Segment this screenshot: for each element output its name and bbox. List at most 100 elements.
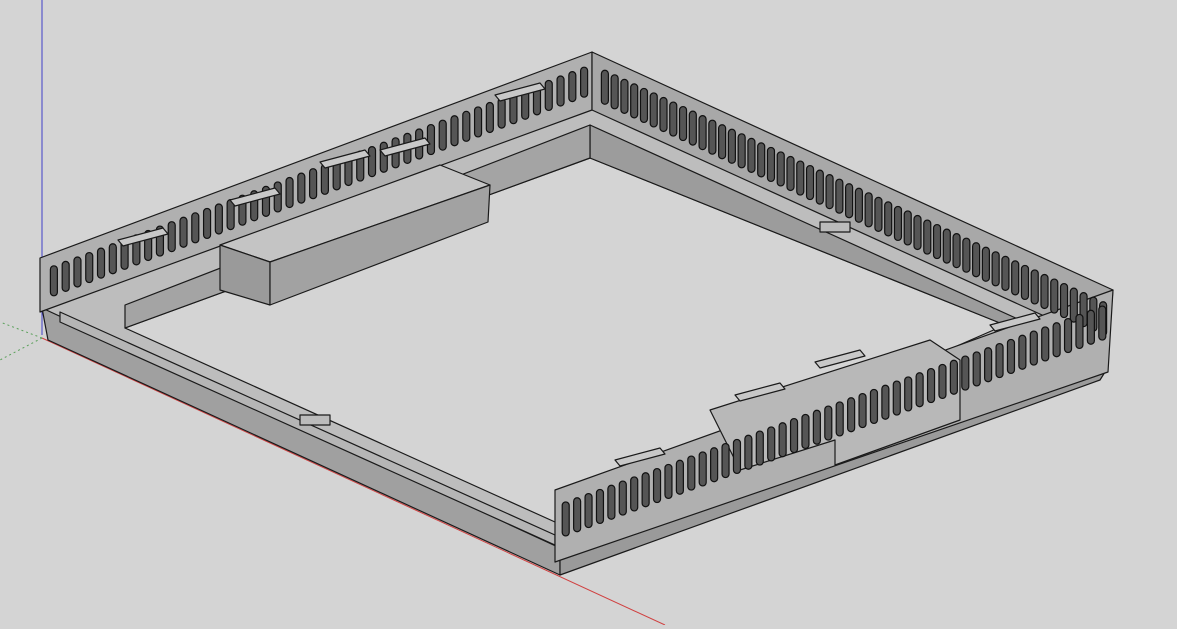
slot: [835, 178, 844, 214]
slot: [1029, 330, 1038, 366]
slot: [737, 133, 746, 169]
wall-tab: [989, 312, 1041, 332]
slot: [1059, 282, 1069, 319]
slot: [854, 187, 863, 223]
slot: [893, 205, 903, 242]
slot: [938, 363, 947, 400]
slot: [61, 260, 70, 292]
slot: [1011, 260, 1020, 296]
slot: [49, 265, 58, 297]
slot: [864, 192, 873, 228]
slot: [1030, 269, 1039, 305]
slot: [923, 219, 932, 255]
slot: [556, 75, 565, 107]
slot: [620, 78, 629, 114]
slot: [904, 376, 913, 412]
slot: [214, 203, 223, 235]
wall-tab: [814, 349, 866, 369]
slot: [1086, 309, 1095, 345]
slot: [1075, 313, 1084, 350]
slot: [600, 69, 609, 105]
slot: [991, 251, 1000, 287]
clip-right: [819, 221, 851, 233]
wall-tab: [319, 149, 371, 169]
slot: [972, 242, 981, 278]
slot: [913, 214, 922, 251]
slot: [544, 79, 553, 112]
wall-tabs: [117, 82, 1041, 467]
slot: [202, 207, 212, 240]
slot: [649, 92, 658, 128]
slot: [273, 181, 282, 213]
slot: [747, 137, 756, 173]
slot: [767, 426, 776, 462]
slot: [659, 96, 668, 133]
wall-tab: [614, 447, 666, 467]
slot: [1063, 317, 1073, 354]
slot: [1020, 264, 1030, 301]
slot: [367, 146, 377, 178]
slot: [926, 367, 936, 404]
slot: [984, 347, 993, 383]
slot: [708, 119, 717, 155]
slot: [584, 492, 593, 529]
slot: [721, 442, 730, 479]
slot: [801, 413, 810, 450]
slot: [796, 160, 805, 196]
slot: [778, 422, 787, 458]
slot: [932, 223, 942, 260]
slot: [379, 141, 388, 173]
red-axis: [41, 337, 666, 626]
slot: [698, 451, 707, 487]
slot: [1041, 326, 1050, 362]
wall-tab: [379, 137, 431, 157]
slot: [727, 128, 736, 164]
frame-model[interactable]: [39, 51, 1114, 576]
slot: [805, 164, 815, 201]
slot: [845, 183, 854, 219]
slot: [320, 163, 329, 195]
slot: [961, 355, 970, 391]
slot: [835, 401, 844, 437]
slot: [710, 447, 719, 483]
slot: [652, 467, 662, 504]
slot: [568, 71, 577, 103]
wall-tab: [229, 187, 281, 207]
slot: [718, 124, 727, 160]
slot: [630, 83, 639, 119]
wall-tab: [117, 227, 169, 247]
slot: [73, 256, 82, 288]
slot: [786, 155, 795, 192]
slot: [1001, 255, 1010, 291]
slot: [1050, 278, 1059, 314]
wall-tab: [734, 382, 786, 402]
slot: [915, 372, 924, 408]
clip-bottom: [299, 414, 331, 426]
slot: [847, 397, 856, 433]
slot: [776, 151, 785, 187]
slot: [952, 233, 961, 269]
slot: [687, 455, 696, 491]
slot: [285, 176, 294, 209]
slot: [595, 488, 605, 525]
slot: [473, 106, 483, 138]
slot: [1006, 338, 1016, 375]
slot: [618, 480, 627, 516]
slot: [607, 484, 616, 520]
slot: [869, 388, 879, 425]
slot: [903, 210, 912, 246]
slot: [664, 463, 673, 500]
slot: [858, 392, 867, 429]
inner-rail-left: [59, 311, 556, 546]
slot: [766, 146, 776, 183]
slot: [580, 66, 589, 98]
slot: [732, 438, 742, 475]
slot: [438, 119, 447, 151]
slot: [639, 87, 649, 124]
slot: [450, 115, 459, 147]
slot: [462, 110, 471, 142]
slot: [641, 472, 650, 508]
slot: [191, 212, 200, 244]
